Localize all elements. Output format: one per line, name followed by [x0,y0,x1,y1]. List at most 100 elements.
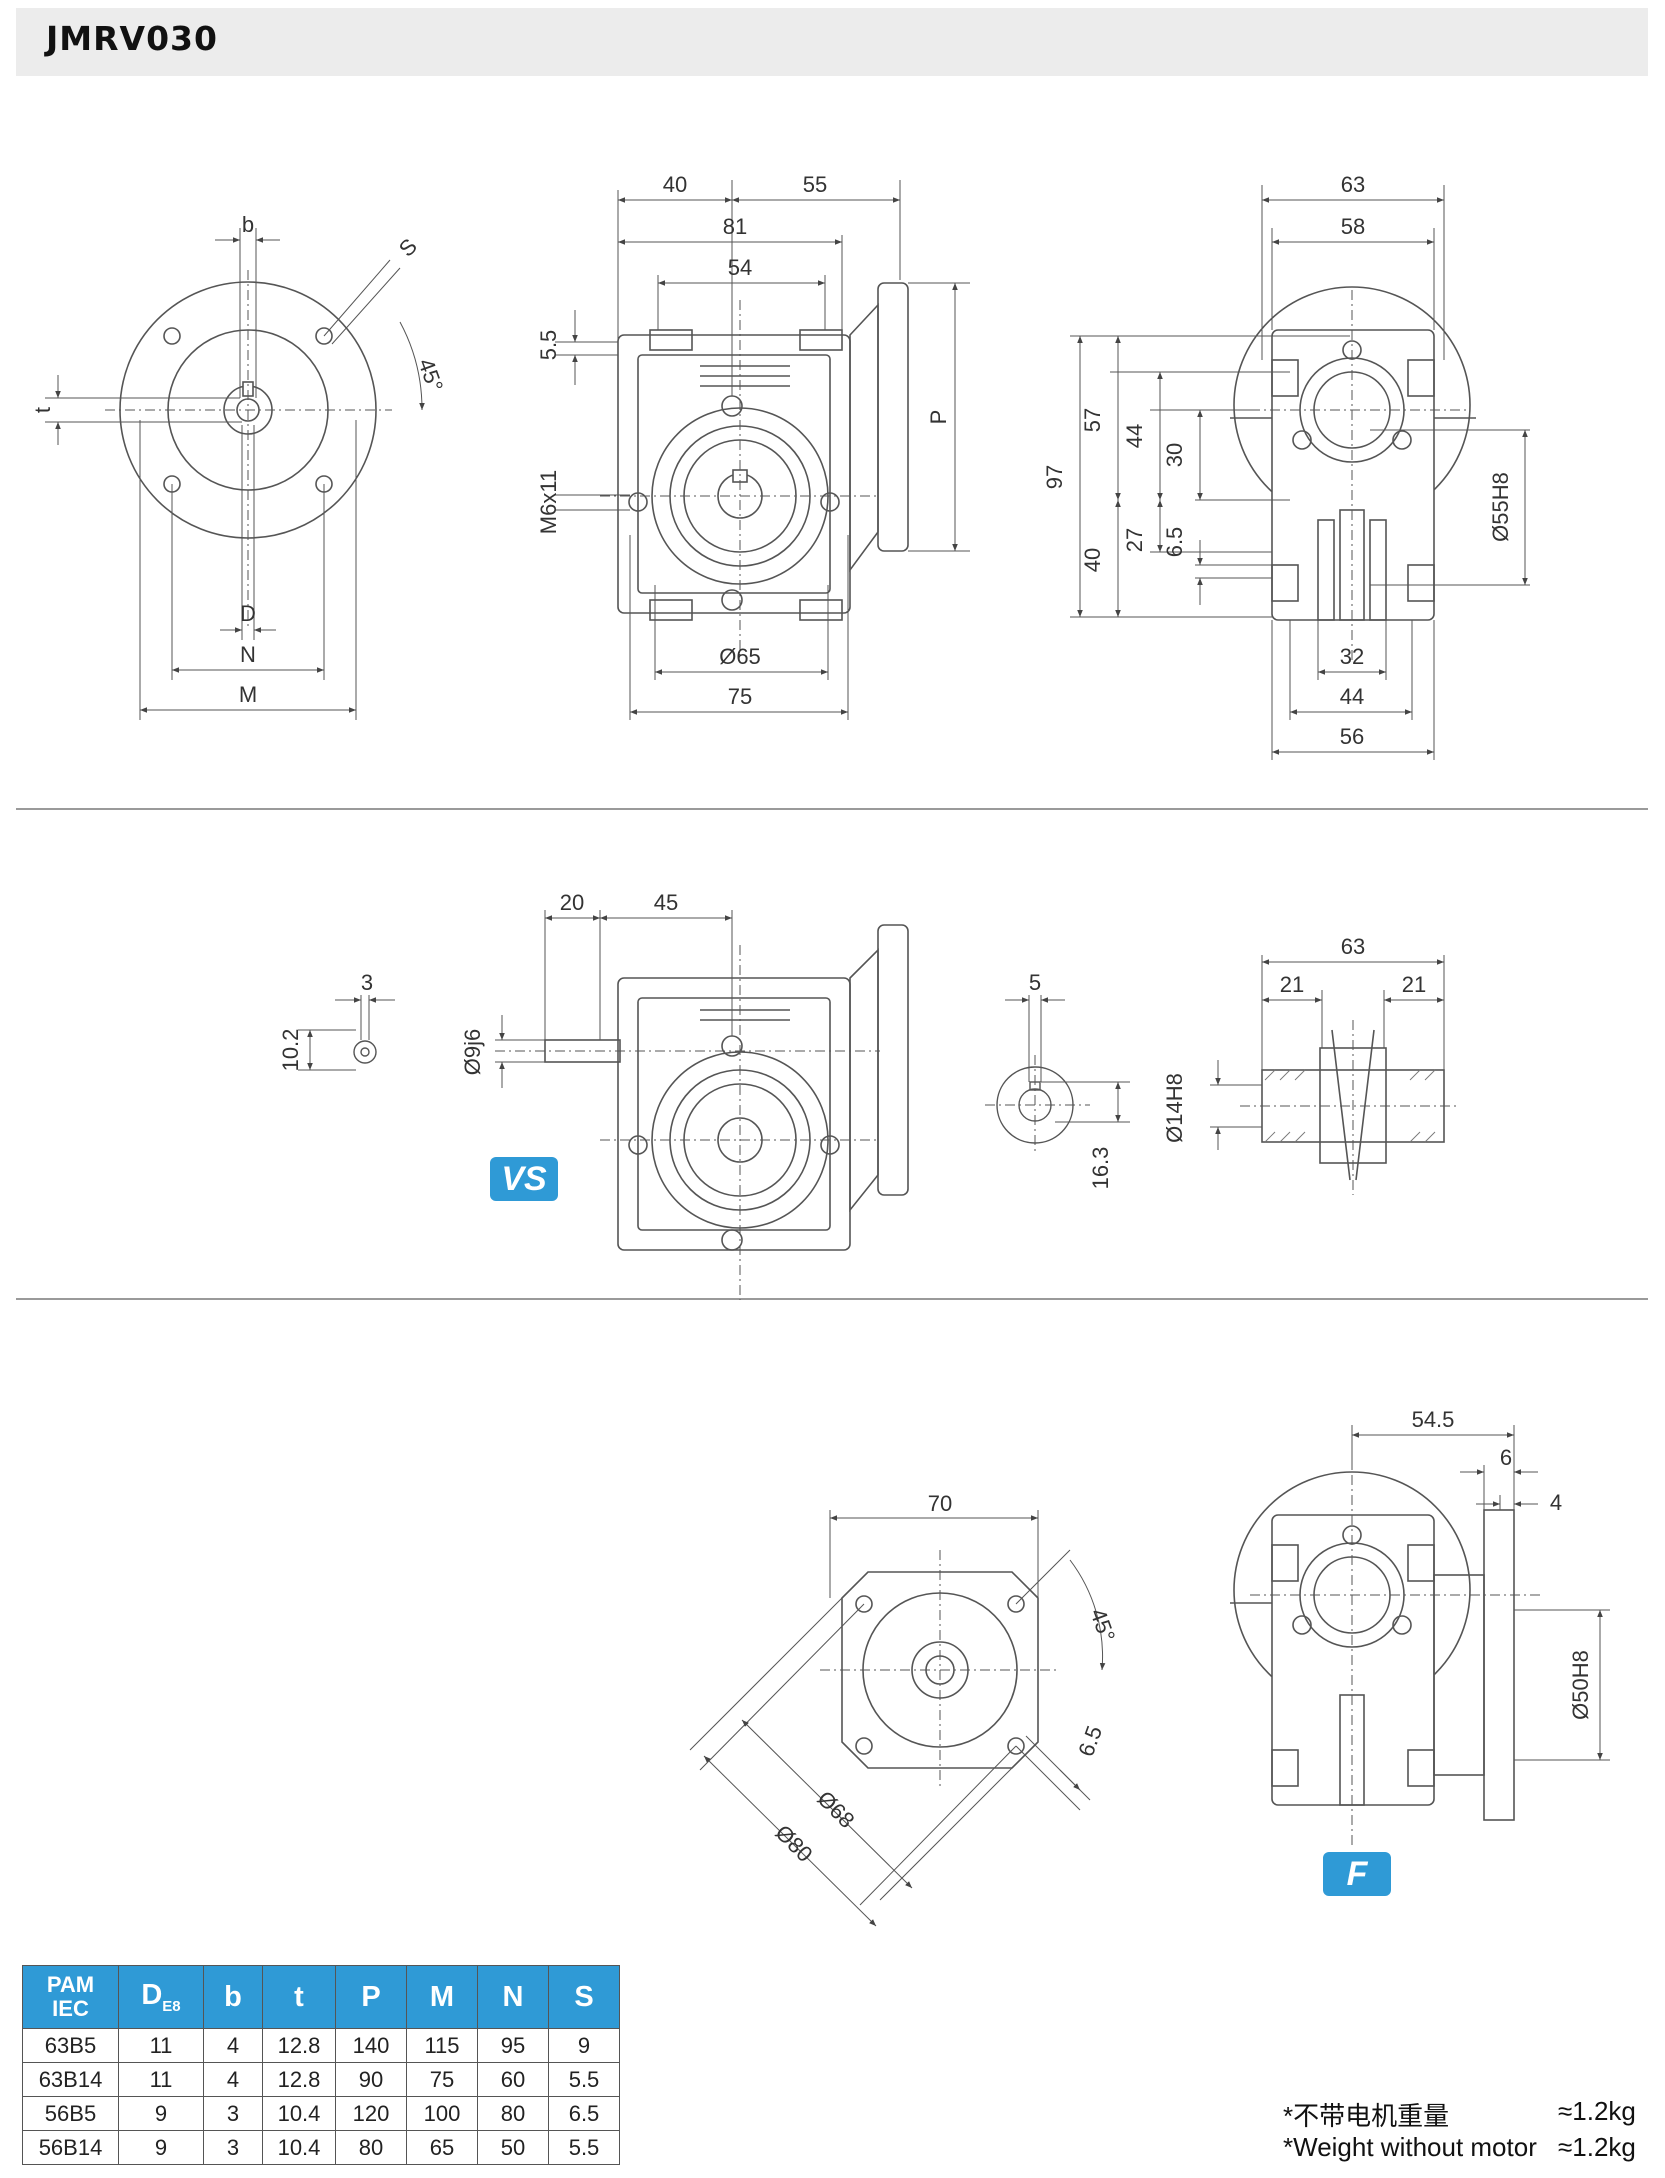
dim-20: 20 [560,890,584,915]
table-cell: 90 [335,2062,407,2097]
dim-phi50h8: Ø50H8 [1568,1650,1593,1720]
gearbox-end-view [1070,185,1530,760]
dim-55: 55 [803,172,827,197]
dim-10-2: 10.2 [278,1029,303,1072]
table-cell: 10.4 [262,2130,336,2165]
table-cell: 9 [118,2130,204,2165]
flange-view [45,228,425,720]
dim-97: 97 [1042,465,1067,489]
dim-27: 27 [1122,528,1147,552]
table-cell: 11 [118,2028,204,2063]
dim-phi9j6: Ø9j6 [460,1029,485,1075]
gearbox-side-view [555,180,970,720]
bore-detail [985,995,1130,1155]
dim-5-5: 5.5 [536,330,561,361]
technical-drawing: b S 45° t D N M [30,172,1610,1927]
table-cell: 95 [477,2028,549,2063]
table-cell: 50 [477,2130,549,2165]
page-title: JMRV030 [46,19,218,58]
table-cell: 140 [335,2028,407,2063]
table-cell: 9 [548,2028,620,2063]
dim-40: 40 [663,172,687,197]
table-cell: 63B5 [22,2028,119,2063]
dim-5: 5 [1029,970,1041,995]
title-bar: JMRV030 [16,8,1648,76]
f-flange-view [689,1510,1106,1927]
table-cell: 56B14 [22,2130,119,2165]
dim-57: 57 [1080,408,1105,432]
dim-54: 54 [728,255,752,280]
dim-s: S [394,233,422,261]
table-cell: 65 [406,2130,478,2165]
dim-phi68: Ø68 [812,1786,859,1833]
table-header-row: PAM IEC DE8 b t P M N S [22,1965,620,2029]
table-cell: 80 [335,2130,407,2165]
table-cell: 75 [406,2062,478,2097]
gearbox-f-view [1230,1425,1610,1845]
table-cell: 9 [118,2096,204,2131]
dim-75: 75 [728,684,752,709]
dim-32: 32 [1340,644,1364,669]
weight-label-cn: *不带电机重量 [1283,2101,1450,2131]
table-cell: 80 [477,2096,549,2131]
dim-81: 81 [723,214,747,239]
dim-58: 58 [1341,214,1365,239]
table-cell: 3 [203,2096,263,2131]
dim-63: 63 [1341,172,1365,197]
dim-n: N [240,642,256,667]
header-col: P [335,1965,407,2029]
dim-56: 56 [1340,724,1364,749]
dim-45: 45 [654,890,678,915]
dim-phi80: Ø80 [770,1820,817,1867]
header-col: N [477,1965,549,2029]
table-cell: 115 [406,2028,478,2063]
header-pam: PAM [46,1972,95,1997]
dim-44: 44 [1340,684,1364,709]
dim-angle-45: 45° [413,355,448,395]
dim-6: 6 [1500,1445,1512,1470]
header-col: S [548,1965,620,2029]
dim-3: 3 [361,970,373,995]
dim-b: b [242,212,254,237]
dim-6-5-f: 6.5 [1073,1722,1107,1759]
key-detail [298,995,395,1071]
dim-phi55h8: Ø55H8 [1488,472,1513,542]
dim-44v: 44 [1122,424,1147,448]
dim-d: D [240,601,256,626]
weight-label-en: *Weight without motor [1283,2132,1537,2162]
dim-p: P [926,410,951,425]
dim-phi65: Ø65 [719,644,761,669]
hollow-shaft-view [1210,955,1460,1195]
gearbox-vs-view [495,910,909,1300]
dim-21-left: 21 [1280,972,1304,997]
header-col: b [203,1965,263,2029]
table-cell: 10.4 [262,2096,336,2131]
dim-30: 30 [1162,443,1187,467]
table-cell: 4 [203,2028,263,2063]
dim-m6x11: M6x11 [536,470,561,534]
table-cell: 6.5 [548,2096,620,2131]
section-divider [16,808,1648,810]
weight-value-cn: ≈1.2kg [1558,2096,1636,2126]
table-cell: 4 [203,2062,263,2097]
dim-16-3: 16.3 [1088,1147,1113,1190]
dim-angle-45-f: 45° [1085,1605,1120,1645]
table-cell: 63B14 [22,2062,119,2097]
table-cell: 12.8 [262,2062,336,2097]
table-cell: 5.5 [548,2062,620,2097]
header-col: t [262,1965,336,2029]
header-pam-iec: PAM IEC [22,1965,119,2029]
table-cell: 5.5 [548,2130,620,2165]
dim-m: M [239,682,257,707]
table-cell: 120 [335,2096,407,2131]
dim-4: 4 [1550,1490,1562,1515]
dim-6-5: 6.5 [1162,527,1187,558]
dim-70: 70 [928,1491,952,1516]
dim-phi14h8: Ø14H8 [1162,1073,1187,1143]
table-cell: 11 [118,2062,204,2097]
dim-t: t [30,407,55,413]
